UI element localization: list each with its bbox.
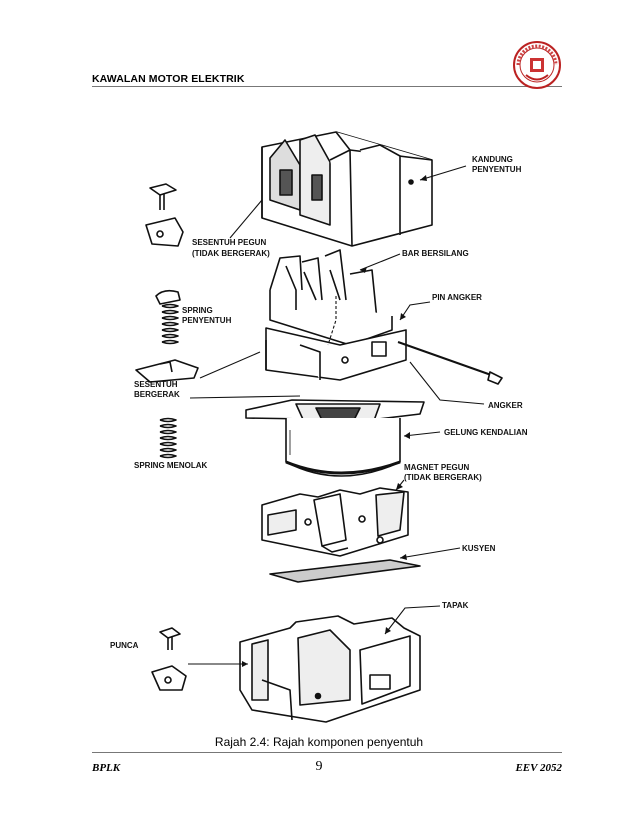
cushion-part [269,559,421,583]
contact-spring-part [155,289,181,345]
institution-logo [513,41,561,89]
label-bar-bersilang: BAR BERSILANG [402,249,469,258]
armature-part [265,327,407,381]
figure-caption: Rajah 2.4: Rajah komponen penyentuh [214,735,424,749]
header-divider [92,86,562,87]
fixed-contact-screw-part [149,183,177,210]
footer-right-text: EEV 2052 [515,762,562,774]
fixed-contact-part [145,217,184,247]
terminal-screw-part [159,627,181,650]
label-sesentuh-bergerak-line1: SESENTUH [134,380,178,389]
label-spring-line1: SPRING [182,306,213,315]
label-tapak: TAPAK [442,601,469,610]
label-pin-angker: PIN ANGKER [432,293,482,302]
label-magnet-pegun-line1: MAGNET PEGUN [404,463,470,472]
label-sesentuh-pegun-line2: (TIDAK BERGERAK) [192,249,270,258]
label-angker: ANGKER [488,401,523,410]
label-magnet-pegun-line2: (TIDAK BERGERAK) [404,473,482,482]
control-coil-part [245,399,425,477]
label-spring-line2: PENYENTUH [182,316,232,325]
contact-cover-part [261,131,433,247]
footer-divider [92,752,562,753]
label-gelung-kendalian: GELUNG KENDALIAN [444,428,528,437]
fixed-magnet-part [261,487,409,557]
label-sesentuh-pegun-line1: SESENTUH PEGUN [192,238,266,247]
label-kandung-line1: KANDUNG [472,155,513,164]
label-sesentuh-bergerak-line2: BERGERAK [134,390,180,399]
page-number: 9 [315,759,323,774]
base-part [239,615,421,723]
arrowheads [242,175,427,667]
return-spring-part [159,417,177,459]
page-header-title: KAWALAN MOTOR ELEKTRIK [92,73,245,85]
label-kandung-line2: PENYENTUH [472,165,522,174]
footer-left-text: BPLK [92,762,121,774]
label-spring-menolak: SPRING MENOLAK [134,461,208,470]
label-kusyen: KUSYEN [462,544,496,553]
label-punca: PUNCA [110,641,139,650]
armature-pin-part [397,341,503,385]
terminal-part [151,665,187,691]
moving-contact-part [135,359,199,383]
